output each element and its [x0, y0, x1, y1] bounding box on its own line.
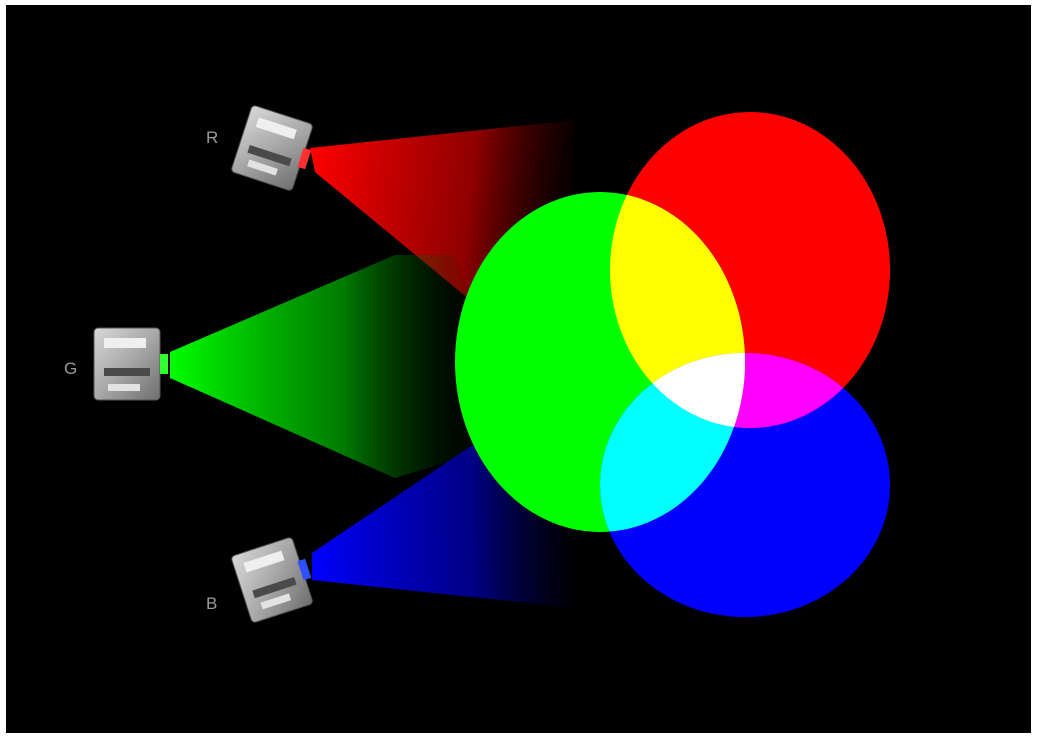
projector-label-r: R	[206, 128, 218, 147]
green-lens	[160, 354, 168, 374]
projector-label-g: G	[64, 359, 77, 378]
projector-green	[94, 328, 168, 400]
projector-label-b: B	[206, 594, 217, 613]
